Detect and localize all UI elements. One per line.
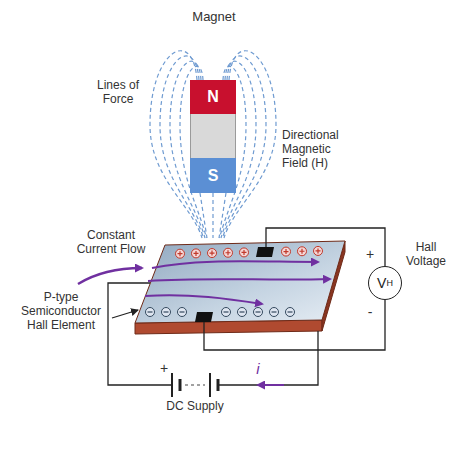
pole-letter: N — [207, 88, 219, 106]
plus-mark — [316, 248, 321, 253]
plus-mark — [210, 251, 215, 256]
negative-charge — [162, 308, 171, 317]
positive-charge — [208, 249, 217, 258]
minus-mark — [288, 311, 293, 312]
plus-mark — [242, 250, 247, 255]
positive-charge — [240, 248, 249, 257]
battery-plate — [209, 373, 211, 397]
charge-circle — [282, 247, 291, 256]
charge-circle — [314, 246, 323, 255]
battery-plate — [217, 379, 220, 391]
current-flow-arrow — [78, 268, 142, 284]
hall-element-label: P-type Semiconductor Hall Element — [16, 290, 106, 332]
charge-circle — [238, 308, 247, 317]
minus-mark — [272, 311, 277, 312]
current-symbol: i — [252, 360, 264, 377]
field-direction-label: Directional Magnetic Field (H) — [282, 128, 352, 170]
positive-charge — [298, 247, 307, 256]
battery-plate — [171, 373, 173, 397]
meter-subscript: H — [386, 278, 393, 288]
negative-charge — [270, 308, 279, 317]
negative-charge — [222, 308, 231, 317]
magnetic-field-line — [212, 193, 213, 238]
minus-mark — [240, 311, 245, 312]
plate-top-face — [135, 241, 345, 323]
polarity-sign: - — [364, 304, 376, 320]
magnetic-field-line — [200, 193, 207, 238]
field-lines-label: Lines of Force — [88, 78, 148, 106]
positive-charge — [192, 249, 201, 258]
hall-contact — [195, 312, 213, 322]
pole-letter: S — [208, 167, 219, 185]
minus-mark — [148, 311, 153, 312]
plus-mark — [284, 249, 289, 254]
voltmeter-circle: VH — [368, 266, 402, 300]
plus-mark — [194, 251, 199, 256]
plus-mark — [226, 250, 231, 255]
negative-charge — [146, 308, 155, 317]
magnet-body: MagnetNS — [190, 80, 236, 193]
minus-mark — [164, 311, 169, 312]
charge-circle — [222, 308, 231, 317]
current-arrow — [148, 279, 330, 281]
negative-charge — [238, 308, 247, 317]
negative-charge — [254, 308, 263, 317]
magnetic-field-line — [219, 193, 226, 238]
charge-circle — [178, 308, 187, 317]
polarity-sign: + — [364, 246, 376, 262]
charge-circle — [146, 308, 155, 317]
current-arrow — [152, 261, 318, 268]
charge-circle — [240, 248, 249, 257]
magnet-heading: Magnet — [171, 9, 257, 24]
wire — [108, 283, 172, 385]
hall-contact — [256, 247, 274, 257]
battery-plate — [179, 379, 182, 391]
positive-charge — [176, 249, 185, 258]
negative-charge — [178, 308, 187, 317]
minus-mark — [224, 311, 229, 312]
minus-mark — [180, 311, 185, 312]
meter-symbol: V — [377, 275, 386, 291]
current-flow-label: Constant Current Flow — [70, 228, 152, 256]
wire — [218, 331, 318, 385]
wire — [204, 300, 385, 350]
charge-circle — [298, 247, 307, 256]
positive-charge — [314, 246, 323, 255]
wire — [266, 228, 385, 266]
positive-charge — [224, 248, 233, 257]
charge-symbols — [146, 246, 323, 316]
minus-mark — [256, 311, 261, 312]
plus-mark — [300, 249, 305, 254]
polarity-sign: + — [158, 360, 170, 376]
current-arrow — [145, 295, 262, 304]
leader-arrow — [112, 310, 138, 318]
charge-circle — [208, 249, 217, 258]
north-pole: N — [190, 80, 236, 114]
hall-voltage-label: Hall Voltage — [404, 240, 448, 268]
field-lines — [150, 51, 276, 238]
positive-charge — [282, 247, 291, 256]
negative-charge — [286, 308, 295, 317]
plus-mark — [178, 251, 183, 256]
charge-circle — [192, 249, 201, 258]
charge-circle — [286, 308, 295, 317]
charge-circle — [254, 308, 263, 317]
charge-circle — [176, 249, 185, 258]
supply-label: DC Supply — [150, 399, 240, 413]
current-direction-arrow — [258, 384, 284, 386]
battery-dashes — [185, 384, 205, 385]
charge-circle — [224, 248, 233, 257]
charge-circle — [162, 308, 171, 317]
south-pole: S — [190, 158, 236, 193]
charge-circle — [270, 308, 279, 317]
